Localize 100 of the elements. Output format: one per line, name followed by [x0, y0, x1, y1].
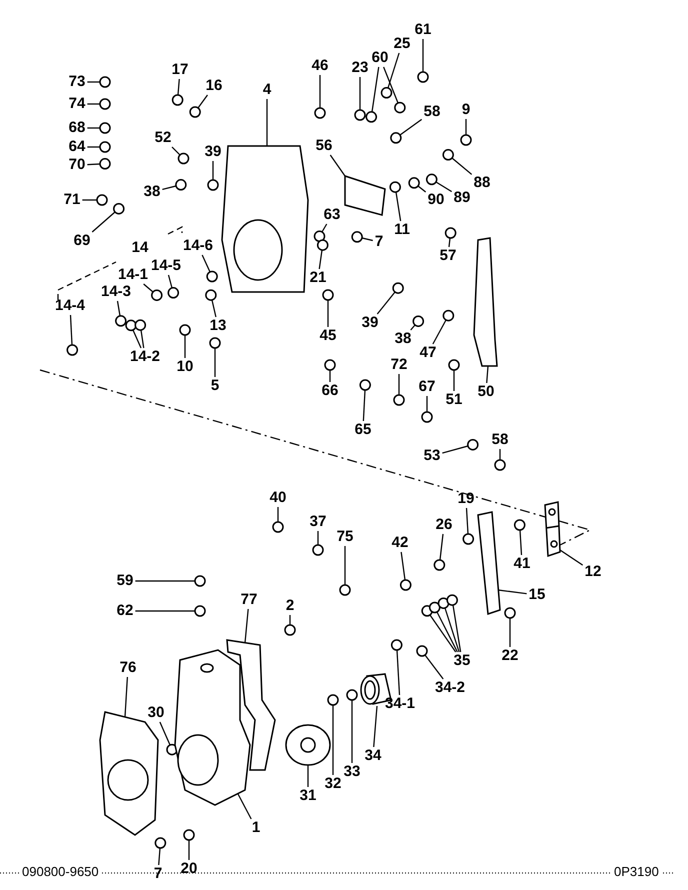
leader-line — [466, 508, 469, 534]
callout-number: 14-2 — [128, 349, 162, 365]
leader-line — [317, 531, 319, 545]
callout-number: 72 — [390, 357, 408, 373]
callout-number: 67 — [418, 379, 436, 395]
lever-drawing — [477, 511, 501, 615]
ring-icon — [207, 179, 219, 191]
ring-icon — [206, 270, 218, 282]
callout-number: 13 — [208, 318, 228, 334]
leader-line — [87, 163, 100, 166]
callout-number: 64 — [68, 139, 86, 155]
callout-number: 33 — [342, 764, 362, 780]
ring-icon — [113, 202, 125, 214]
callout-number: 45 — [318, 328, 338, 344]
leader-line — [327, 300, 329, 327]
ring-icon — [66, 344, 78, 356]
leader-line — [499, 449, 501, 460]
leader-line — [418, 186, 426, 192]
ring-icon — [322, 289, 334, 301]
leader-line — [159, 722, 171, 746]
callout-number: 10 — [176, 359, 194, 375]
cover-plate-drawing — [344, 174, 386, 216]
callout-number: 14-1 — [116, 267, 150, 283]
leader-line — [442, 445, 468, 454]
ring-icon — [426, 174, 438, 186]
callout-number: 60 — [370, 50, 390, 66]
ring-icon — [134, 319, 146, 331]
callout-number: 14-3 — [100, 284, 132, 300]
leader-line — [87, 81, 100, 83]
pump-housing-drawing — [174, 649, 251, 806]
gasket-drawing — [226, 639, 276, 771]
leader-line — [211, 300, 216, 318]
ring-icon — [205, 289, 217, 301]
leader-line — [410, 324, 416, 330]
leader-line — [560, 550, 584, 566]
ring-icon — [316, 239, 328, 251]
ring-icon — [442, 149, 454, 161]
callout-number: 14-6 — [182, 238, 214, 254]
leader-line — [452, 604, 462, 652]
ring-icon — [284, 624, 296, 636]
leader-line — [448, 238, 451, 248]
callout-number: 31 — [298, 788, 318, 804]
leader-line — [453, 370, 455, 391]
leader-line — [135, 610, 195, 612]
ring-icon — [194, 575, 206, 587]
ring-icon — [442, 310, 454, 322]
callout-number: 20 — [180, 861, 198, 877]
callout-number: 19 — [456, 491, 476, 507]
callout-number: 12 — [584, 564, 602, 580]
lever-drawing — [544, 501, 561, 558]
callout-number: 40 — [268, 490, 288, 506]
leader-line — [177, 78, 180, 96]
ring-icon — [99, 141, 111, 153]
leader-line — [140, 330, 144, 348]
leader-line — [387, 52, 400, 88]
callout-number: 46 — [310, 58, 330, 74]
leader-line — [395, 192, 402, 222]
leader-line — [400, 552, 406, 580]
callout-number: 25 — [392, 36, 412, 52]
leader-line — [188, 840, 190, 860]
ring-icon — [312, 544, 324, 556]
leader-line — [371, 66, 380, 112]
ring-icon — [504, 607, 516, 619]
lever-drawing — [473, 237, 498, 367]
leader-line — [436, 181, 452, 192]
callout-number: 21 — [308, 270, 328, 286]
leader-line — [359, 77, 361, 110]
leader-line — [362, 237, 373, 242]
ring-icon — [168, 287, 180, 299]
ring-icon — [394, 102, 406, 114]
ring-icon — [446, 594, 458, 606]
callout-number: 88 — [472, 175, 492, 191]
governor-housing-drawing — [221, 145, 309, 293]
leader-line — [172, 146, 180, 156]
ring-icon — [389, 181, 401, 193]
ring-icon — [467, 438, 479, 450]
flyweight-holder-drawing — [285, 724, 331, 766]
callout-number: 38 — [142, 184, 162, 200]
callout-number: 41 — [512, 556, 532, 572]
leader-line — [158, 848, 161, 866]
leader-line — [376, 292, 396, 314]
ring-icon — [359, 379, 371, 391]
callout-number: 34 — [364, 748, 382, 764]
ring-icon — [421, 411, 433, 423]
ring-icon — [189, 106, 201, 118]
ring-icon — [175, 179, 187, 191]
leader-line — [70, 314, 73, 346]
leader-line — [498, 589, 527, 594]
ring-icon — [380, 87, 392, 99]
leader-line — [289, 615, 291, 625]
callout-number: 39 — [360, 315, 380, 331]
callout-number: 65 — [354, 422, 372, 438]
leader-line — [373, 706, 378, 748]
callout-number: 61 — [414, 22, 432, 38]
leader-line — [237, 794, 252, 820]
callout-number: 89 — [452, 190, 472, 206]
callout-number: 16 — [204, 78, 224, 94]
ring-icon — [314, 230, 326, 242]
callout-number: 42 — [390, 535, 410, 551]
ring-icon — [272, 521, 284, 533]
